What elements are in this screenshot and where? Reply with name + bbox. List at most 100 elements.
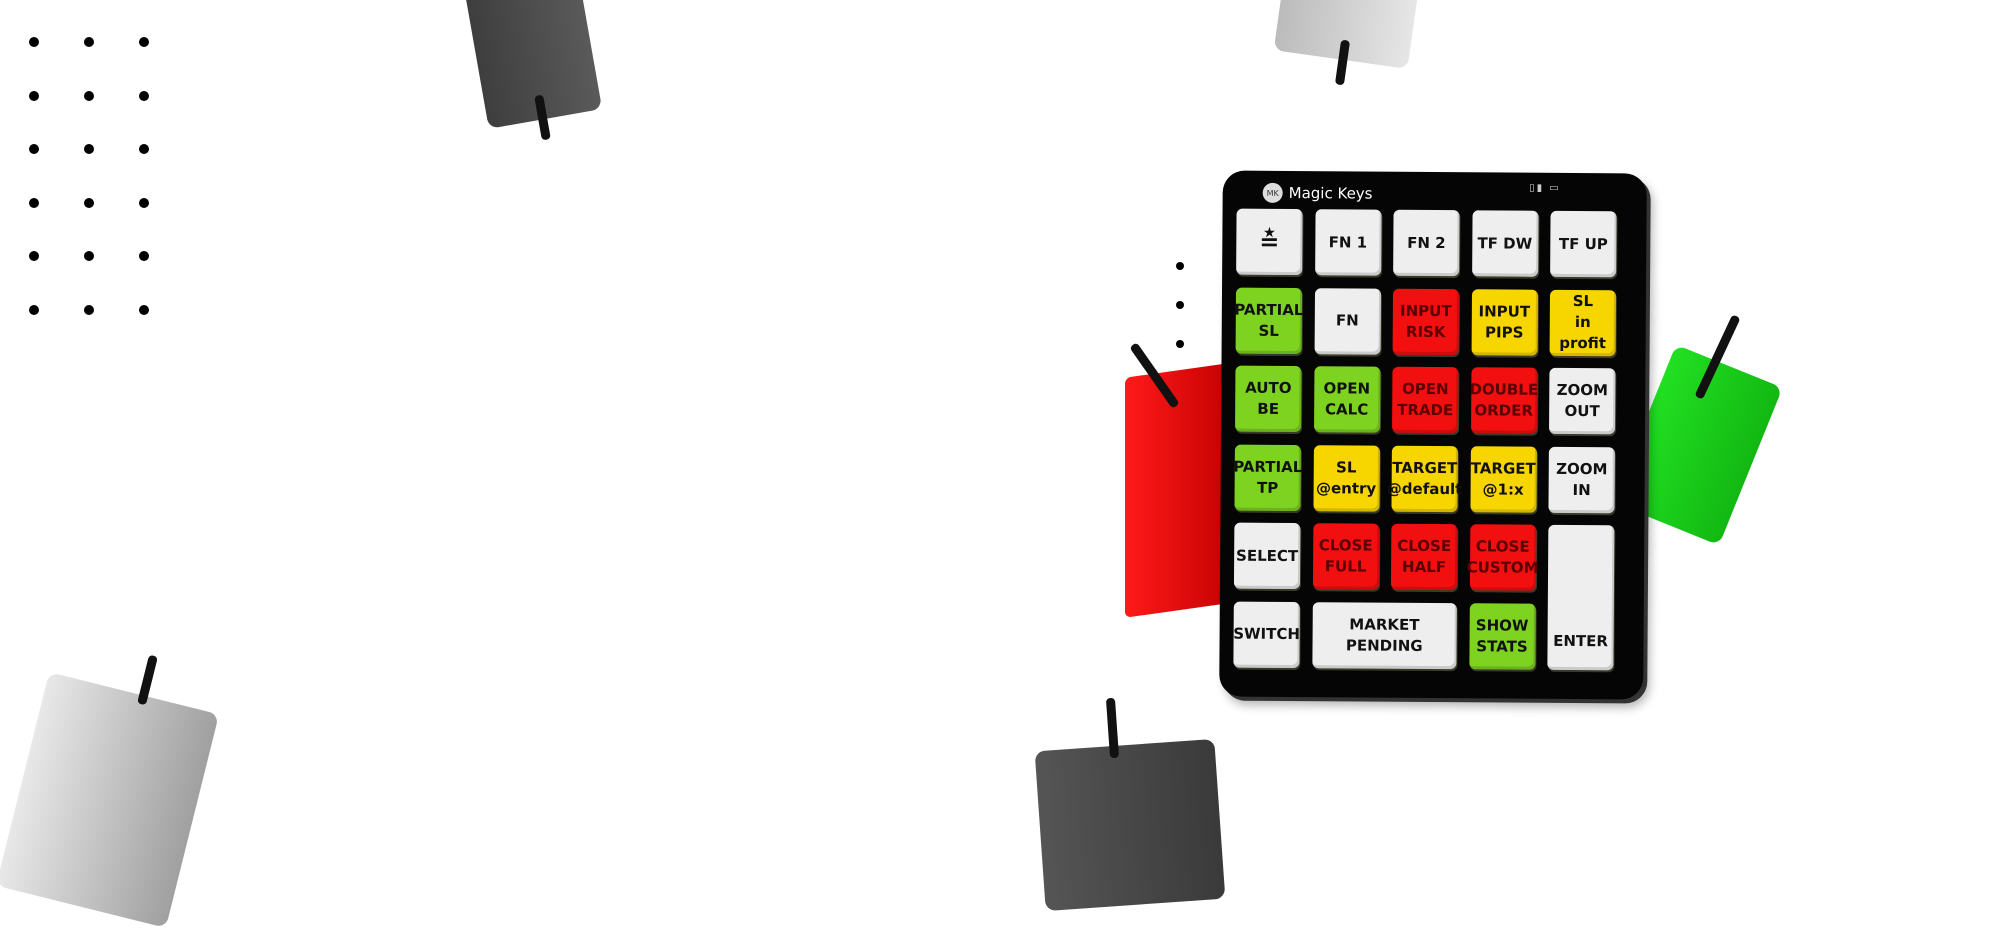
key-label: TARGET — [1392, 458, 1458, 477]
dot — [84, 144, 94, 154]
key-label: AUTO — [1245, 378, 1292, 398]
dot — [1176, 340, 1184, 348]
battery-status-icon: ▯▮ ▭ — [1529, 182, 1561, 194]
key-double-order[interactable]: DOUBLE ORDER — [1469, 367, 1539, 434]
candle-dark-top — [462, 0, 603, 129]
dot — [29, 91, 39, 101]
key-target-default[interactable]: TARGET @default — [1387, 445, 1462, 512]
key-label: FULL — [1324, 557, 1367, 576]
key-label: CLOSE — [1397, 536, 1452, 556]
key-label: ENTER — [1553, 631, 1609, 650]
key-label: CALC — [1325, 400, 1369, 419]
key-label: ZOOM — [1556, 380, 1609, 400]
key-label: BE — [1257, 399, 1280, 418]
key-label: PIPS — [1484, 322, 1524, 342]
brand-logo: MK — [1262, 182, 1283, 203]
key-switch[interactable]: SWITCH — [1233, 601, 1301, 668]
key-label: TARGET — [1470, 458, 1536, 478]
key-label: CLOSE — [1318, 536, 1373, 555]
key-label: HALF — [1402, 557, 1447, 577]
dot — [29, 251, 39, 261]
key-label: DOUBLE — [1469, 380, 1539, 399]
key-label: SELECT — [1236, 546, 1299, 565]
dot — [84, 37, 94, 47]
key-label: ORDER — [1474, 401, 1534, 420]
dot — [29, 37, 39, 47]
key-label: OPEN — [1323, 379, 1371, 398]
key-label: TF DW — [1477, 233, 1533, 253]
key-open-calc[interactable]: OPEN CALC — [1313, 366, 1380, 433]
key-input-risk[interactable]: INPUT RISK — [1392, 288, 1460, 355]
key-label: SL — [1572, 291, 1594, 311]
key-partial-sl[interactable]: PARTIAL SL — [1234, 287, 1304, 354]
key-label: OPEN — [1401, 379, 1449, 399]
key-label: SHOW — [1475, 615, 1529, 635]
key-label: FN 1 — [1328, 232, 1368, 252]
dot — [29, 198, 39, 208]
key-label: SL — [1258, 321, 1279, 340]
key-label: STATS — [1476, 636, 1528, 656]
key-partial-tp[interactable]: PARTIAL TP — [1233, 444, 1303, 511]
brand-name: Magic Keys — [1288, 183, 1373, 203]
key-fn-2[interactable]: FN 2 — [1393, 209, 1460, 277]
key-tf-dw[interactable]: TF DW — [1471, 210, 1539, 277]
dot — [84, 198, 94, 208]
key-label: @1:x — [1482, 479, 1524, 499]
dot — [84, 305, 94, 315]
key-label: FN 2 — [1407, 233, 1446, 252]
key-close-custom[interactable]: CLOSE CUSTOM — [1467, 524, 1539, 591]
key-label: MARKET — [1349, 614, 1420, 634]
dot — [139, 144, 149, 154]
key-tf-up[interactable]: TF UP — [1550, 210, 1617, 278]
dot — [1176, 301, 1184, 309]
key-label: FN — [1335, 311, 1359, 330]
key-label: TRADE — [1397, 400, 1454, 420]
dot — [29, 144, 39, 154]
key-label: in profit — [1559, 312, 1607, 353]
candle-red — [1125, 362, 1235, 618]
key-label: CUSTOM — [1466, 558, 1539, 577]
dot — [84, 91, 94, 101]
key-label: TP — [1256, 478, 1279, 497]
key-label: INPUT — [1400, 301, 1452, 320]
key-enter[interactable]: ENTER — [1547, 524, 1615, 670]
key-label: RISK — [1405, 322, 1446, 341]
menu-crown-icon: ≛ — [1259, 227, 1280, 256]
dot — [139, 251, 149, 261]
dot — [84, 251, 94, 261]
dot — [139, 37, 149, 47]
key-close-full[interactable]: CLOSE FULL — [1312, 523, 1379, 590]
key-fn-1[interactable]: FN 1 — [1314, 209, 1382, 276]
key-label: IN — [1572, 480, 1591, 499]
key-fn[interactable]: FN — [1314, 287, 1381, 355]
key-label: PENDING — [1345, 635, 1423, 655]
key-label: PARTIAL — [1233, 457, 1303, 476]
key-sl-entry[interactable]: SL @entry — [1312, 444, 1380, 512]
key-label: SWITCH — [1233, 624, 1301, 644]
candle-dark-bottom — [1034, 738, 1226, 912]
candle-light-bottom — [0, 672, 220, 928]
dot — [29, 305, 39, 315]
key-select[interactable]: SELECT — [1233, 522, 1301, 590]
key-target-1-x[interactable]: TARGET@1:x — [1469, 445, 1537, 513]
key-label: SL — [1336, 457, 1357, 476]
key-label: PARTIAL — [1234, 300, 1304, 319]
key-label: @default — [1386, 479, 1463, 498]
key-label: @entry — [1315, 478, 1377, 498]
brand: MK Magic Keys — [1262, 182, 1373, 204]
key-menu[interactable]: ≛ — [1236, 208, 1303, 276]
dot — [139, 305, 149, 315]
key-label: OUT — [1564, 401, 1600, 421]
key-label: INPUT — [1478, 301, 1531, 321]
key-label: CLOSE — [1475, 537, 1530, 556]
